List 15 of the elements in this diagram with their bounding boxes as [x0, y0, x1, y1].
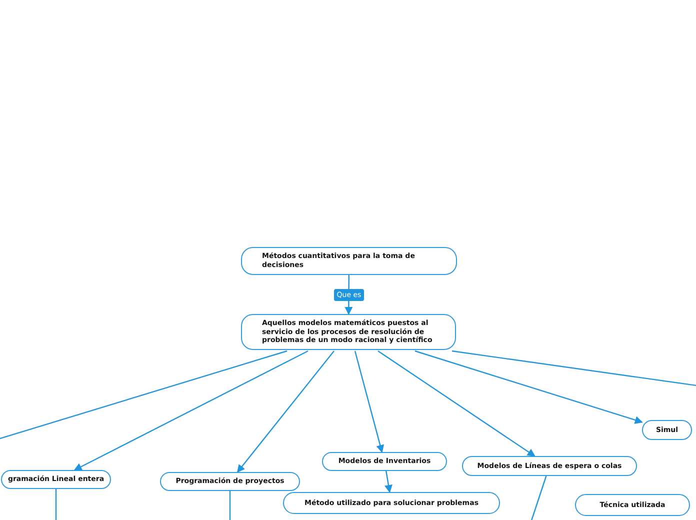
topic-box [241, 247, 457, 275]
topic-box [462, 456, 637, 476]
arrow [354, 350, 384, 453]
arrow [414, 350, 643, 424]
topic-box [575, 494, 690, 516]
arrow [378, 350, 536, 457]
arrow [236, 350, 334, 473]
arrow [384, 470, 392, 493]
arrow [74, 350, 308, 471]
topic-box [1, 470, 111, 489]
topic-box [160, 472, 300, 491]
topic-box [642, 420, 692, 440]
topic-box [283, 492, 500, 514]
topic-box [241, 314, 456, 350]
topic-box [322, 452, 447, 471]
